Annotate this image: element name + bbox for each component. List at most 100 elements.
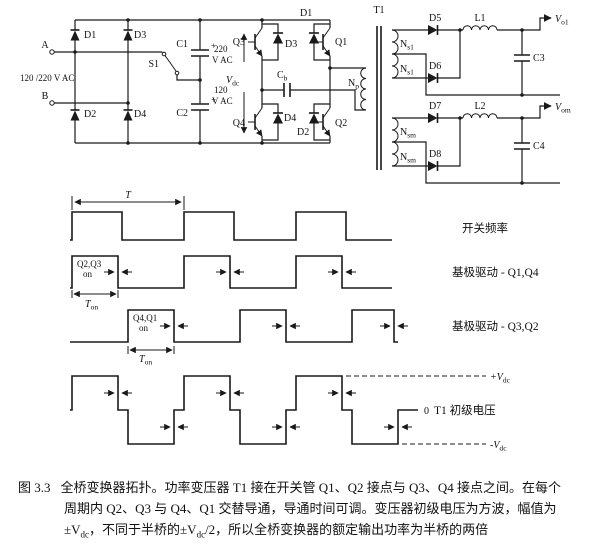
label-d2: D2 [84, 109, 96, 120]
label-nsm-top: Nsm [400, 127, 416, 140]
transistor-q4: Q4 [233, 107, 263, 137]
label-c4: C4 [533, 141, 545, 152]
terminal-a [49, 49, 55, 55]
label-body-d4: D4 [284, 113, 296, 124]
label-minus-vdc: -Vdc [490, 440, 507, 453]
label-body-d3: D3 [285, 39, 297, 50]
inverter-bridge: Q3 Q1 Q4 Q2 [233, 8, 347, 143]
label-wf3-ton: Ton [139, 354, 152, 367]
diode-d7 [428, 113, 438, 123]
diode-d6 [428, 73, 438, 83]
label-c2-voltage-1: 120 [214, 85, 228, 95]
primary-winding [360, 67, 367, 111]
terminal-b [49, 100, 55, 106]
label-d3: D3 [134, 30, 146, 41]
label-input-voltage: 120 /220 V AC [20, 73, 74, 83]
coupling-capacitor-cb: Cb [262, 67, 366, 111]
label-c3: C3 [533, 53, 545, 64]
label-nsm-bottom: Nsm [400, 152, 416, 165]
diode-d8 [428, 161, 438, 171]
label-body-d1: D1 [300, 8, 312, 19]
label-terminal-a: A [41, 40, 49, 51]
waveform-drive-q3q2: Q4,Q1 on Ton 基极驱动 - Q3,Q2 [70, 309, 539, 367]
transformer-core [376, 26, 382, 170]
label-c1-voltage-1: 220 [214, 44, 228, 54]
c1-plus-sign: + [211, 41, 216, 51]
doubler-switch-s1: S1 [75, 51, 200, 81]
label-q3: Q3 [233, 37, 245, 48]
label-wf3-name: 基极驱动 - Q3,Q2 [452, 319, 539, 333]
label-ns1-bottom: Ns1 [400, 64, 414, 77]
label-wf2-pulse-1: Q2,Q3 [77, 259, 102, 269]
label-l2: L2 [474, 101, 485, 112]
transistor-q3: Q3 [233, 27, 263, 57]
label-cb: Cb [277, 70, 288, 83]
label-plus-vdc: +Vdc [490, 372, 511, 385]
dc-rails [75, 19, 330, 144]
bridge-rectifier: D1 D3 D2 D4 [70, 20, 146, 143]
label-c2: C2 [176, 108, 188, 119]
label-terminal-b: B [42, 91, 49, 102]
label-body-d2: D2 [297, 127, 309, 138]
period-marker: T [71, 190, 185, 210]
diode-d3 [123, 30, 133, 41]
c2-plus-sign: + [211, 95, 216, 105]
label-wf3-pulse-2: on [139, 323, 149, 333]
body-diode-d4: D4 [262, 103, 296, 141]
label-wf1-name: 开关频率 [462, 221, 508, 235]
waveform-primary-voltage: +Vdc -Vdc 0 T1 初级电压 [70, 372, 511, 453]
output-stage-m: D7 D8 L2 C4 Vom [392, 101, 571, 184]
label-period-t: T [125, 190, 132, 201]
outputm-return [392, 141, 560, 184]
transistor-q2: Q2 [317, 107, 347, 137]
diode-d1 [70, 30, 80, 41]
caption-line1-text: 全桥变换器拓扑。功率变压器 T1 接在开关管 Q1、Q2 接点与 Q3、Q4 接… [60, 480, 562, 495]
figure-number: 图 3.3 [18, 480, 51, 495]
figure-canvas: A B 120 /220 V AC D1 D3 D2 D4 [19, 5, 571, 453]
label-zero-level: 0 [424, 406, 429, 417]
full-bridge-circuit: A B 120 /220 V AC D1 D3 D2 D4 [19, 5, 571, 185]
diode-d4 [123, 110, 133, 121]
label-c1: C1 [176, 39, 188, 50]
timing-diagrams: T 开关频率 Q2,Q3 on Ton 基极驱动 - Q1,Q4 [70, 190, 539, 453]
label-l1: L1 [474, 13, 485, 24]
label-vdc: Vdc [226, 75, 240, 88]
label-q4: Q4 [233, 118, 245, 129]
body-diode-d3: D3 [262, 23, 297, 61]
transistor-q1: Q1 [317, 27, 347, 57]
label-d7: D7 [429, 101, 441, 112]
label-s1: S1 [148, 59, 159, 70]
label-q2: Q2 [335, 118, 347, 129]
diode-d2 [70, 110, 80, 121]
body-diode-d2: D2 [297, 103, 330, 141]
figure-caption: 图 3.3 全桥变换器拓扑。功率变压器 T1 接在开关管 Q1、Q2 接点与 Q3… [18, 477, 593, 542]
label-vo1: Vo1 [555, 14, 569, 27]
caption-line-1: 图 3.3 全桥变换器拓扑。功率变压器 T1 接在开关管 Q1、Q2 接点与 Q3… [18, 477, 593, 498]
inductor-l1 [462, 25, 498, 31]
label-d5: D5 [429, 13, 441, 24]
caption-line-3: ±Vdc，不同于半桥的±Vdc/2，所以全桥变换器的额定输出功率为半桥的两倍 [64, 522, 489, 540]
input-terminals: A B 120 /220 V AC [19, 40, 128, 106]
label-wf3-pulse-1: Q4,Q1 [133, 313, 157, 323]
inductor-l2 [462, 113, 498, 119]
filter-capacitors: C1 C2 + + 220 V AC 120 V AC Vdc [176, 20, 248, 143]
label-vom: Vom [555, 102, 571, 115]
label-d6: D6 [429, 61, 441, 72]
label-d4: D4 [134, 109, 146, 120]
label-t1: T1 [373, 5, 384, 16]
body-diode-d1: D1 [300, 8, 330, 61]
label-np: Np [348, 78, 359, 91]
label-wf4-name: T1 初级电压 [434, 403, 496, 417]
waveform-switching-frequency: 开关频率 [70, 211, 508, 241]
output-stage-1: D5 D6 L1 C3 Vo1 [392, 13, 569, 96]
label-c2-voltage-2: V AC [212, 96, 233, 106]
label-d8: D8 [429, 149, 441, 160]
label-wf2-pulse-2: on [83, 269, 93, 279]
label-wf2-name: 基极驱动 - Q1,Q4 [452, 265, 539, 279]
label-c1-voltage-2: V AC [212, 55, 233, 65]
label-ns1-top: Ns1 [400, 39, 414, 52]
label-wf2-ton: Ton [85, 299, 98, 312]
diode-d5 [428, 25, 438, 35]
label-d1: D1 [84, 30, 96, 41]
